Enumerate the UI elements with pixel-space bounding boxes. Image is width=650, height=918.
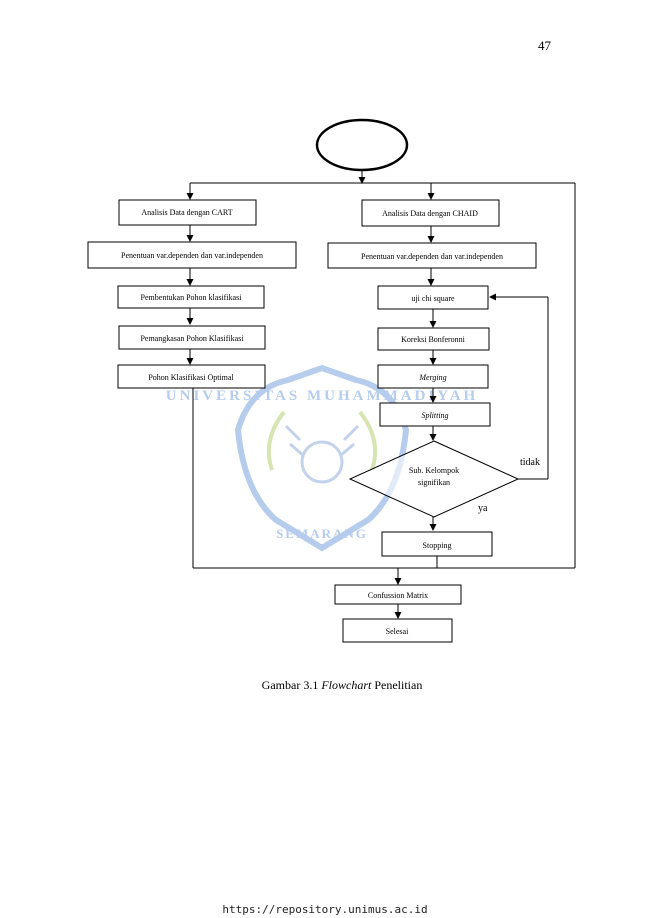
label-splitting: Splitting [421,411,448,420]
footer-url[interactable]: https://repository.unimus.ac.id [222,903,428,916]
label-chaid-var: Penentuan var.dependen dan var.independe… [361,252,503,261]
box-chaid-analysis [361,199,500,227]
label-confusion-matrix: Confussion Matrix [368,591,428,600]
label-chi-square: uji chi square [411,294,455,303]
label-optimal-tree: Pohon Klasifikasi Optimal [148,373,234,382]
box-pruning [118,325,266,350]
caption-italic: Flowchart [321,678,372,692]
label-pruning: Pemangkasan Pohon Klasifikasi [140,334,244,343]
watermark-text-bottom: SEMARANG [276,526,368,541]
caption-suffix: Penelitian [371,678,423,692]
label-cart-tree: Pembentukan Pohon klasifikasi [141,293,243,302]
box-cart-tree [117,285,265,309]
box-end [342,618,453,643]
connectors [186,170,576,619]
label-decision-line2: signifikan [418,478,450,487]
box-optimal-tree [117,364,266,389]
label-decision-line1: Sub. Kelompok [409,466,459,475]
label-bonferroni: Koreksi Bonferonni [401,335,466,344]
label-chaid-analysis: Analisis Data dengan CHAID [382,209,478,218]
watermark-text-top: UNIVERSITAS MUHAMMADIYAH [166,388,478,404]
box-splitting [379,402,491,427]
box-cart-var [87,241,297,269]
watermark-logo: UNIVERSITAS MUHAMMADIYAH SEMARANG [166,364,478,552]
box-chaid-var [327,242,537,269]
box-cart-analysis [118,199,257,226]
label-cart-analysis: Analisis Data dengan CART [141,208,232,217]
edge-label-no: tidak [520,457,540,468]
label-end: Selesai [386,627,409,636]
box-merging [377,364,489,389]
box-bonferroni [377,327,490,351]
decision-significant [348,440,520,518]
watermark-center-icon [300,440,344,484]
edge-label-yes: ya [478,503,488,514]
label-cart-var: Penentuan var.dependen dan var.independe… [121,251,263,260]
box-chi-square [377,285,489,310]
start-terminator [315,118,409,172]
caption-prefix: Gambar 3.1 [261,678,322,692]
page-number: 47 [538,38,551,53]
box-confusion-matrix [334,584,462,605]
label-merging: Merging [418,373,446,382]
label-stopping: Stopping [423,541,452,550]
figure-caption: Gambar 3.1 Flowchart Penelitian [0,678,650,693]
box-stopping [381,531,493,557]
